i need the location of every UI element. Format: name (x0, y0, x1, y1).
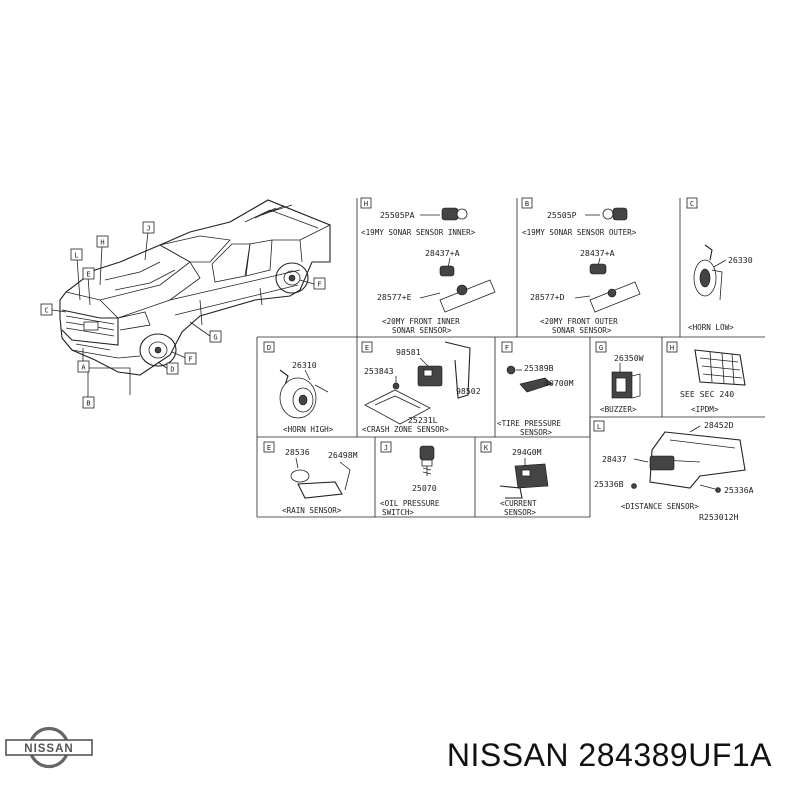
see-section-note: SEE SEC 240 (680, 389, 734, 399)
caption-line-2: SENSOR> (520, 428, 552, 437)
cell-horn-low: C 26330 <HORN LOW> (686, 197, 753, 332)
truck-callout-b: B (86, 400, 90, 408)
part-number: 25231L (408, 415, 438, 425)
logo-wordmark: NISSAN (24, 743, 73, 755)
truck-callout-d: D (170, 366, 174, 374)
truck-callout-c: C (44, 307, 48, 315)
part-number: 98581 (396, 347, 421, 357)
truck-callouts: J H L E C A B F G D F (40, 221, 326, 409)
caption-line-1: <TIRE PRESSURE (497, 419, 561, 428)
part-number: 28437+A (580, 248, 615, 258)
part-number: 28452D (704, 420, 734, 430)
truck-callout-f-front: F (188, 356, 192, 364)
caption-line-2: SWITCH> (382, 508, 414, 517)
caption-line-1: <OIL PRESSURE (380, 499, 440, 508)
caption: <RAIN SENSOR> (282, 506, 342, 515)
cell-letter: G (599, 344, 603, 352)
cell-inner-sonar-sensor: H 25505PA <19MY SONAR SENSOR INNER> 2843… (360, 197, 496, 335)
truck-callout-e: E (86, 271, 90, 279)
part-number: 28577+D (530, 292, 565, 302)
part-number: 28536 (285, 447, 310, 457)
part-number: 25070 (412, 483, 437, 493)
part-number: 25336B (594, 479, 624, 489)
part-number: 40700M (544, 378, 574, 388)
truck-illustration (51, 199, 331, 398)
caption: <HORN HIGH> (283, 425, 334, 434)
part-number: 25505P (547, 210, 577, 220)
cell-tire-pressure-sensor: F 25389B 40700M <TIRE PRESSURE SENSOR> (497, 341, 574, 437)
part-number: 28577+E (377, 292, 412, 302)
caption: <HORN LOW> (688, 323, 734, 332)
caption-line-1: <19MY SONAR SENSOR INNER> (361, 228, 476, 237)
caption: <IPDM> (691, 405, 719, 414)
part-number: 26310 (292, 360, 317, 370)
cell-letter: F (505, 344, 509, 352)
truck-callout-g: G (213, 334, 217, 342)
truck-callout-j: J (146, 225, 150, 233)
part-number: 26350W (614, 353, 644, 363)
panel-grid (256, 198, 765, 518)
truck-callout-l: L (74, 252, 78, 260)
cell-rain-sensor: E 28536 26498M <RAIN SENSOR> (263, 441, 358, 515)
truck-body-outline (59, 199, 331, 376)
cell-outer-sonar-sensor: B 25505P <19MY SONAR SENSOR OUTER> 28437… (521, 197, 641, 335)
cell-letter: C (690, 200, 694, 208)
caption-line-1: <CURRENT (500, 499, 537, 508)
part-number: 253843 (364, 366, 394, 376)
cell-letter: E (267, 444, 271, 452)
part-number: 294G0M (512, 447, 542, 457)
truck-callout-f-rear: F (317, 281, 321, 289)
nissan-logo: NISSAN (5, 726, 93, 769)
part-number-title: NISSAN 284389UF1A (446, 737, 772, 773)
cell-letter: E (365, 344, 369, 352)
caption-line-3: SONAR SENSOR> (552, 326, 612, 335)
cell-current-sensor: K 294G0M <CURRENT SENSOR> (480, 441, 549, 517)
cell-ipdm: H SEE SEC 240 <IPDM> (666, 341, 746, 414)
part-number: 25505PA (380, 210, 415, 220)
caption-line-2: SENSOR> (504, 508, 536, 517)
cell-distance-sensor: L 28452D 28437 25336B 25336A <DISTANCE S… (593, 420, 754, 522)
caption-line-2: <20MY FRONT OUTER (540, 317, 618, 326)
caption: <BUZZER> (600, 405, 637, 414)
part-number: 28437+A (425, 248, 460, 258)
cell-buzzer: G 26350W <BUZZER> (595, 341, 644, 414)
caption: <CRASH ZONE SENSOR> (362, 425, 449, 434)
caption-line-2: <20MY FRONT INNER (382, 317, 460, 326)
figure-code: R253012H (699, 512, 739, 522)
part-number: 26498M (328, 450, 358, 460)
cell-letter: L (597, 423, 601, 431)
cell-letter: B (525, 200, 529, 208)
caption: <DISTANCE SENSOR> (621, 502, 699, 511)
cell-crash-zone-sensor: E 98581 253843 98502 25231L <CRASH ZONE … (361, 341, 481, 434)
part-number: 25389B (524, 363, 554, 373)
part-number: 26330 (728, 255, 753, 265)
part-number: 28437 (602, 454, 627, 464)
cell-letter: J (384, 444, 388, 452)
cell-letter: H (670, 344, 674, 352)
truck-callout-h: H (100, 239, 104, 247)
cell-letter: K (484, 444, 489, 452)
part-number: 98502 (456, 386, 481, 396)
caption-line-3: SONAR SENSOR> (392, 326, 452, 335)
cell-oil-pressure-switch: J 25070 <OIL PRESSURE SWITCH> (380, 441, 440, 517)
caption-line-1: <19MY SONAR SENSOR OUTER> (522, 228, 637, 237)
cell-horn-high: D 26310 <HORN HIGH> (263, 341, 334, 434)
part-number: 25336A (724, 485, 754, 495)
cell-letter: H (364, 200, 368, 208)
truck-callout-a: A (81, 364, 86, 372)
cell-letter: D (267, 344, 271, 352)
